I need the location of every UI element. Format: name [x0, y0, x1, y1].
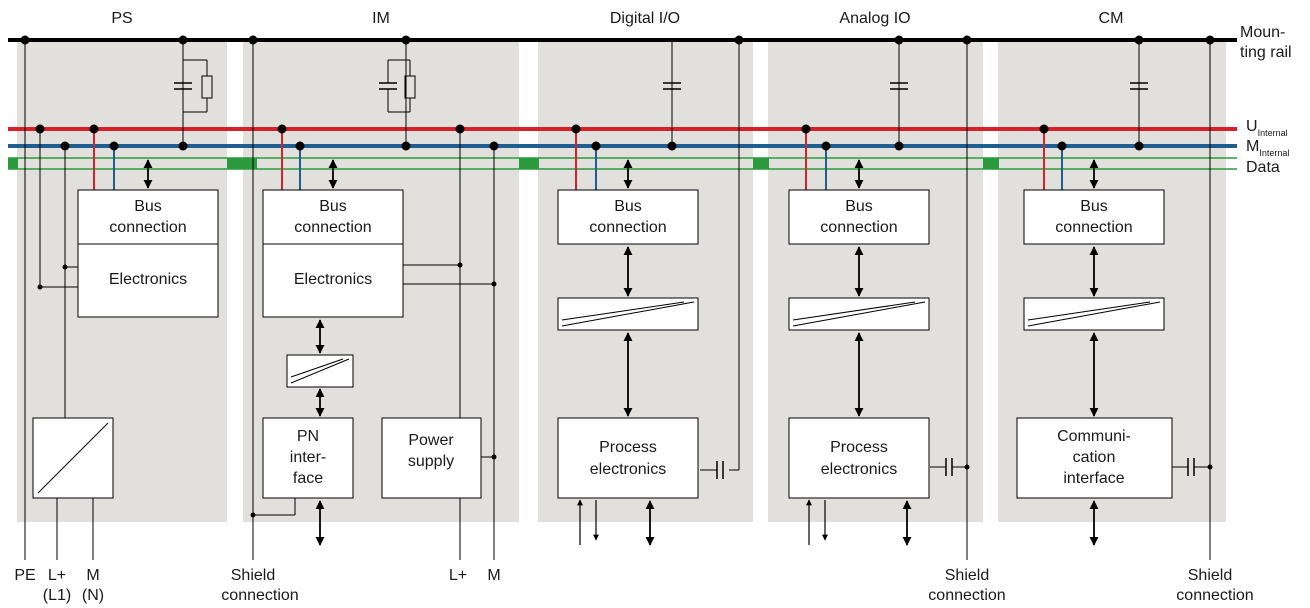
- aio-arrows: [806, 159, 912, 546]
- u-internal-label: UInternal: [1246, 118, 1288, 138]
- im-shield-label-1: Shield: [231, 567, 275, 584]
- im-shield-label-2: connection: [221, 587, 298, 604]
- im-pn-label-2: inter-: [290, 449, 326, 466]
- m-internal-label: MInternal: [1246, 138, 1289, 158]
- ps-bus-label-2: connection: [109, 219, 186, 236]
- aio-junction-dots: [801, 35, 972, 470]
- im-electronics-label: Electronics: [294, 271, 372, 288]
- aio-shield-label-1: Shield: [945, 567, 989, 584]
- im-bus-label-2: connection: [294, 219, 371, 236]
- data-label: Data: [1246, 159, 1280, 176]
- aio-isolator-symbol: [788, 297, 930, 331]
- im-terminal-lplus: L+: [449, 567, 467, 584]
- dio-arrows: [577, 159, 655, 546]
- dio-bus-connection-block: [557, 189, 699, 245]
- mounting-rail-label-2: ting rail: [1240, 44, 1292, 61]
- aio-shield-label-2: connection: [928, 587, 1005, 604]
- cm-bus-stubs: [1043, 129, 1063, 190]
- cm-isolator-symbol: [1023, 297, 1165, 331]
- mounting-rail-label-1: Moun-: [1240, 24, 1285, 41]
- cm-shield-label-1: Shield: [1188, 567, 1232, 584]
- ps-electronics-label: Electronics: [109, 271, 187, 288]
- im-arrows: [315, 159, 338, 546]
- dio-bus-stubs: [575, 129, 597, 190]
- im-isolator-symbol: [286, 354, 354, 388]
- im-power-label-2: supply: [408, 453, 454, 470]
- data-bus-connectors: [8, 158, 999, 169]
- cm-comm-label-3: interface: [1063, 470, 1124, 487]
- module-title-cm: CM: [1099, 10, 1124, 27]
- module-title-ps: PS: [111, 10, 132, 27]
- terminal-l1: (L1): [43, 587, 71, 604]
- terminal-lplus: L+: [48, 567, 66, 584]
- module-title-aio: Analog IO: [839, 10, 910, 27]
- ps-bus-stubs: [93, 129, 115, 190]
- cm-shield-label-2: connection: [1176, 587, 1253, 604]
- module-title-dio: Digital I/O: [610, 10, 680, 27]
- dio-process-electronics-block: [557, 417, 699, 499]
- ps-bus-connection-block: [77, 189, 219, 245]
- rail-labels: Moun- ting rail UInternal MInternal Data: [1240, 24, 1292, 176]
- aio-process-label-1: Process: [830, 439, 888, 456]
- im-terminal-m: M: [487, 567, 500, 584]
- dio-isolator-symbol: [557, 297, 699, 331]
- im-pn-label-1: PN: [297, 428, 319, 445]
- terminal-n: (N): [82, 587, 104, 604]
- dio-junction-dots: [571, 35, 744, 151]
- im-bus-connection-block: [262, 189, 404, 245]
- im-power-label-1: Power: [408, 432, 454, 449]
- im-pn-label-3: face: [293, 470, 323, 487]
- cm-comm-label-2: cation: [1073, 449, 1116, 466]
- ps-converter-symbol: [32, 417, 114, 499]
- ps-junction-dots: [20, 35, 188, 290]
- im-bus-label-1: Bus: [319, 198, 347, 215]
- module-titles: PS IM Digital I/O Analog IO CM: [111, 10, 1123, 27]
- terminal-labels: PE L+ (L1) M (N) Shield connection L+ M …: [14, 567, 1253, 604]
- cm-wiring: [1130, 40, 1211, 560]
- aio-bus-stubs: [805, 129, 827, 190]
- cm-comm-label-1: Communi-: [1057, 428, 1131, 445]
- cm-bus-connection-block: [1023, 189, 1165, 245]
- cm-bus-label-1: Bus: [1080, 198, 1108, 215]
- cm-communication-interface-block: [1016, 417, 1173, 499]
- aio-bus-label-1: Bus: [845, 198, 873, 215]
- cm-junction-dots: [1039, 35, 1215, 470]
- cm-bus-label-2: connection: [1055, 219, 1132, 236]
- terminal-pe: PE: [14, 567, 35, 584]
- im-bus-stubs: [281, 129, 301, 190]
- ps-electronics-block: [77, 243, 219, 318]
- im-electronics-block: [262, 243, 404, 318]
- im-pn-interface-block: [262, 417, 354, 499]
- dio-bus-label-2: connection: [589, 219, 666, 236]
- ps-bus-label-1: Bus: [134, 198, 162, 215]
- dio-process-label-1: Process: [599, 439, 657, 456]
- dio-bus-label-1: Bus: [614, 198, 642, 215]
- aio-bus-label-2: connection: [820, 219, 897, 236]
- module-title-im: IM: [372, 10, 390, 27]
- dio-wiring: [663, 40, 740, 479]
- dio-process-label-2: electronics: [590, 461, 666, 478]
- terminal-m: M: [86, 567, 99, 584]
- ps-wiring: [24, 40, 213, 560]
- aio-bus-connection-block: [788, 189, 930, 245]
- im-power-supply-block: [381, 417, 482, 499]
- aio-process-electronics-block: [788, 417, 930, 499]
- im-junction-dots: [248, 35, 499, 518]
- data-bus-lines: [8, 157, 1237, 170]
- aio-process-label-2: electronics: [821, 461, 897, 478]
